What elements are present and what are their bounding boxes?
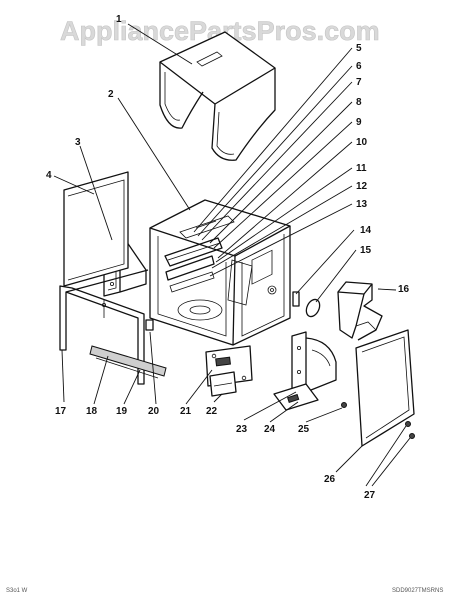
part-15-ring-seal bbox=[305, 298, 321, 318]
callout-7: 7 bbox=[356, 77, 362, 88]
footer-left-code: S3o1 W bbox=[6, 588, 28, 594]
part-14-small-bracket bbox=[292, 291, 300, 307]
callout-23: 23 bbox=[236, 424, 248, 435]
part-4-side-panel bbox=[63, 171, 129, 287]
callout-20: 20 bbox=[148, 406, 160, 417]
callout-2: 2 bbox=[108, 89, 114, 100]
callout-24: 24 bbox=[264, 424, 276, 435]
part-19-kick-bracket bbox=[89, 345, 167, 379]
callout-4: 4 bbox=[46, 170, 52, 181]
callout-16: 16 bbox=[398, 284, 410, 295]
part-16-insulation-pad bbox=[337, 281, 383, 341]
part-24-bracket-plate bbox=[273, 383, 319, 411]
part-17-base-frame bbox=[59, 269, 149, 385]
callout-14: 14 bbox=[360, 225, 372, 236]
callout-9: 9 bbox=[356, 117, 362, 128]
part-20-clip bbox=[145, 319, 154, 331]
part-27-screws bbox=[405, 421, 415, 439]
part-25-screw bbox=[341, 402, 347, 408]
callout-13: 13 bbox=[356, 199, 368, 210]
callout-3: 3 bbox=[75, 137, 81, 148]
callout-17: 17 bbox=[55, 406, 67, 417]
callout-6: 6 bbox=[356, 61, 362, 72]
callout-25: 25 bbox=[298, 424, 310, 435]
part-22-module bbox=[209, 371, 237, 397]
callout-8: 8 bbox=[356, 97, 362, 108]
part-26-right-panel bbox=[355, 329, 415, 447]
tub-frame-assembly bbox=[149, 199, 291, 346]
callout-15: 15 bbox=[360, 245, 372, 256]
callout-19: 19 bbox=[116, 406, 128, 417]
callout-5: 5 bbox=[356, 43, 362, 54]
callout-27: 27 bbox=[364, 490, 376, 501]
callout-22: 22 bbox=[206, 406, 218, 417]
callout-21: 21 bbox=[180, 406, 192, 417]
callout-10: 10 bbox=[356, 137, 368, 148]
footer-right-code: SDD9027TMSRNS bbox=[392, 588, 443, 594]
callout-11: 11 bbox=[356, 163, 367, 174]
part-1-insulation-blanket bbox=[159, 31, 276, 161]
callout-18: 18 bbox=[86, 406, 98, 417]
watermark-text: AppliancePartsPros.com bbox=[60, 16, 380, 46]
callout-labels: 1 2 3 4 5 6 7 8 9 10 11 12 13 14 15 16 1… bbox=[46, 14, 410, 501]
callout-26: 26 bbox=[324, 474, 336, 485]
callout-1: 1 bbox=[116, 14, 122, 25]
callout-12: 12 bbox=[356, 181, 368, 192]
leader-lines bbox=[53, 23, 411, 487]
